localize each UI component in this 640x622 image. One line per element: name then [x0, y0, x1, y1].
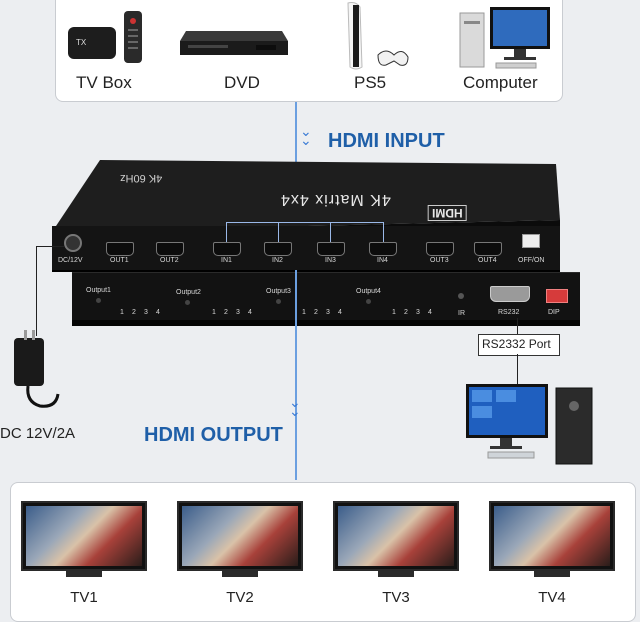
- power-cable-line: [36, 246, 64, 247]
- out2-port[interactable]: [156, 242, 184, 256]
- group4-num2: 2: [404, 309, 408, 316]
- group1-num2: 2: [132, 309, 136, 316]
- rs232-port-callout: [478, 334, 560, 356]
- tv4-stand: [534, 571, 570, 577]
- control-pc-icon: [466, 384, 593, 465]
- input-wiring-drop-3: [330, 222, 331, 242]
- output2-label: Output2: [176, 289, 201, 296]
- rs232-connector[interactable]: [490, 286, 530, 302]
- tv-box-icon: TX: [68, 11, 142, 63]
- out3-label: OUT3: [430, 257, 449, 264]
- group1-num4: 4: [156, 309, 160, 316]
- tv4-screen: [489, 501, 615, 571]
- dip-label: DIP: [548, 309, 560, 316]
- hdmi-input-label: HDMI INPUT: [328, 130, 445, 152]
- in1-port[interactable]: [213, 242, 241, 256]
- in2-port[interactable]: [264, 242, 292, 256]
- input-wiring-drop-1: [226, 222, 227, 242]
- in2-label: IN2: [272, 257, 283, 264]
- out2-label: OUT2: [160, 257, 179, 264]
- device-title: 4K Matrix 4x4: [280, 191, 391, 208]
- rs232-label: RS232: [498, 309, 520, 316]
- input-wiring-top: [226, 222, 384, 223]
- output-tvs-panel: TV1 TV2 TV3 TV4: [10, 482, 636, 622]
- dvd-player-icon: [180, 31, 288, 55]
- ps5-label: PS5: [354, 73, 387, 92]
- hdmi-output-label: HDMI OUTPUT: [144, 424, 283, 446]
- in3-port[interactable]: [317, 242, 345, 256]
- power-switch-label: OFF/ON: [518, 257, 545, 264]
- hdmi-input-arrows-icon: ⌄⌄: [300, 123, 312, 148]
- rs232-to-pc-line: [517, 354, 518, 384]
- matrix-device-side-bottom: [72, 320, 580, 326]
- group2-num2: 2: [224, 309, 228, 316]
- desktop-computer-icon: [459, 7, 550, 69]
- tv3-screen: [333, 501, 459, 571]
- input-connector-line: [295, 102, 297, 220]
- group4-num4: 4: [428, 309, 432, 316]
- group2-num4: 4: [248, 309, 252, 316]
- tv2-stand: [222, 571, 258, 577]
- hdmi-output-arrows-icon: ⌄⌄: [289, 394, 301, 419]
- ps5-console-icon: [347, 2, 409, 70]
- out4-label: OUT4: [478, 257, 497, 264]
- tv1-label: TV1: [70, 589, 98, 606]
- output3-button[interactable]: [276, 299, 281, 304]
- tv2-screen: [177, 501, 303, 571]
- power-switch[interactable]: [522, 234, 540, 248]
- in3-label: IN3: [325, 257, 336, 264]
- tv4-label: TV4: [538, 589, 566, 606]
- dip-switch[interactable]: [546, 289, 568, 303]
- dc-power-jack[interactable]: [64, 234, 82, 252]
- dvd-label: DVD: [224, 73, 260, 92]
- power-adapter-icon: [14, 330, 60, 408]
- ir-label: IR: [458, 310, 465, 317]
- group3-num2: 2: [314, 309, 318, 316]
- tv2-label: TV2: [226, 589, 254, 606]
- ir-receiver-icon: [458, 293, 464, 299]
- rs232-port-label: RS2332 Port: [482, 337, 551, 351]
- tv3-stand: [378, 571, 414, 577]
- in4-port[interactable]: [369, 242, 397, 256]
- out4-port[interactable]: [474, 242, 502, 256]
- group4-num1: 1: [392, 309, 396, 316]
- svg-text:TX: TX: [76, 38, 87, 47]
- output2-button[interactable]: [185, 300, 190, 305]
- group2-num1: 1: [212, 309, 216, 316]
- out3-port[interactable]: [426, 242, 454, 256]
- group3-num3: 3: [326, 309, 330, 316]
- in4-label: IN4: [377, 257, 388, 264]
- power-cable-vertical: [36, 246, 37, 336]
- input-wiring-drop-2: [278, 222, 279, 242]
- computer-label: Computer: [463, 73, 538, 92]
- group2-num3: 3: [236, 309, 240, 316]
- output-connector-line: [295, 270, 297, 480]
- group3-num1: 1: [302, 309, 306, 316]
- output3-label: Output3: [266, 288, 291, 295]
- tv-box-label: TV Box: [76, 73, 132, 92]
- output1-label: Output1: [86, 287, 111, 294]
- hdmi-logo: HDMI: [428, 205, 467, 221]
- dc-label: DC/12V: [58, 257, 83, 264]
- rs232-callout-line: [517, 318, 518, 334]
- tv3-label: TV3: [382, 589, 410, 606]
- output1-button[interactable]: [96, 298, 101, 303]
- input-devices-panel: TX TV Box DVD PS5 Computer: [55, 0, 563, 102]
- group1-num1: 1: [120, 309, 124, 316]
- group3-num4: 4: [338, 309, 342, 316]
- power-adapter-label: DC 12V/2A: [0, 425, 76, 442]
- tv1-stand: [66, 571, 102, 577]
- output4-button[interactable]: [366, 299, 371, 304]
- group1-num3: 3: [144, 309, 148, 316]
- input-wiring-drop-4: [383, 222, 384, 242]
- out1-port[interactable]: [106, 242, 134, 256]
- tv1-screen: [21, 501, 147, 571]
- out1-label: OUT1: [110, 257, 129, 264]
- output4-label: Output4: [356, 288, 381, 295]
- device-subtitle: 4K 60Hz: [120, 172, 163, 184]
- in1-label: IN1: [221, 257, 232, 264]
- group4-num3: 3: [416, 309, 420, 316]
